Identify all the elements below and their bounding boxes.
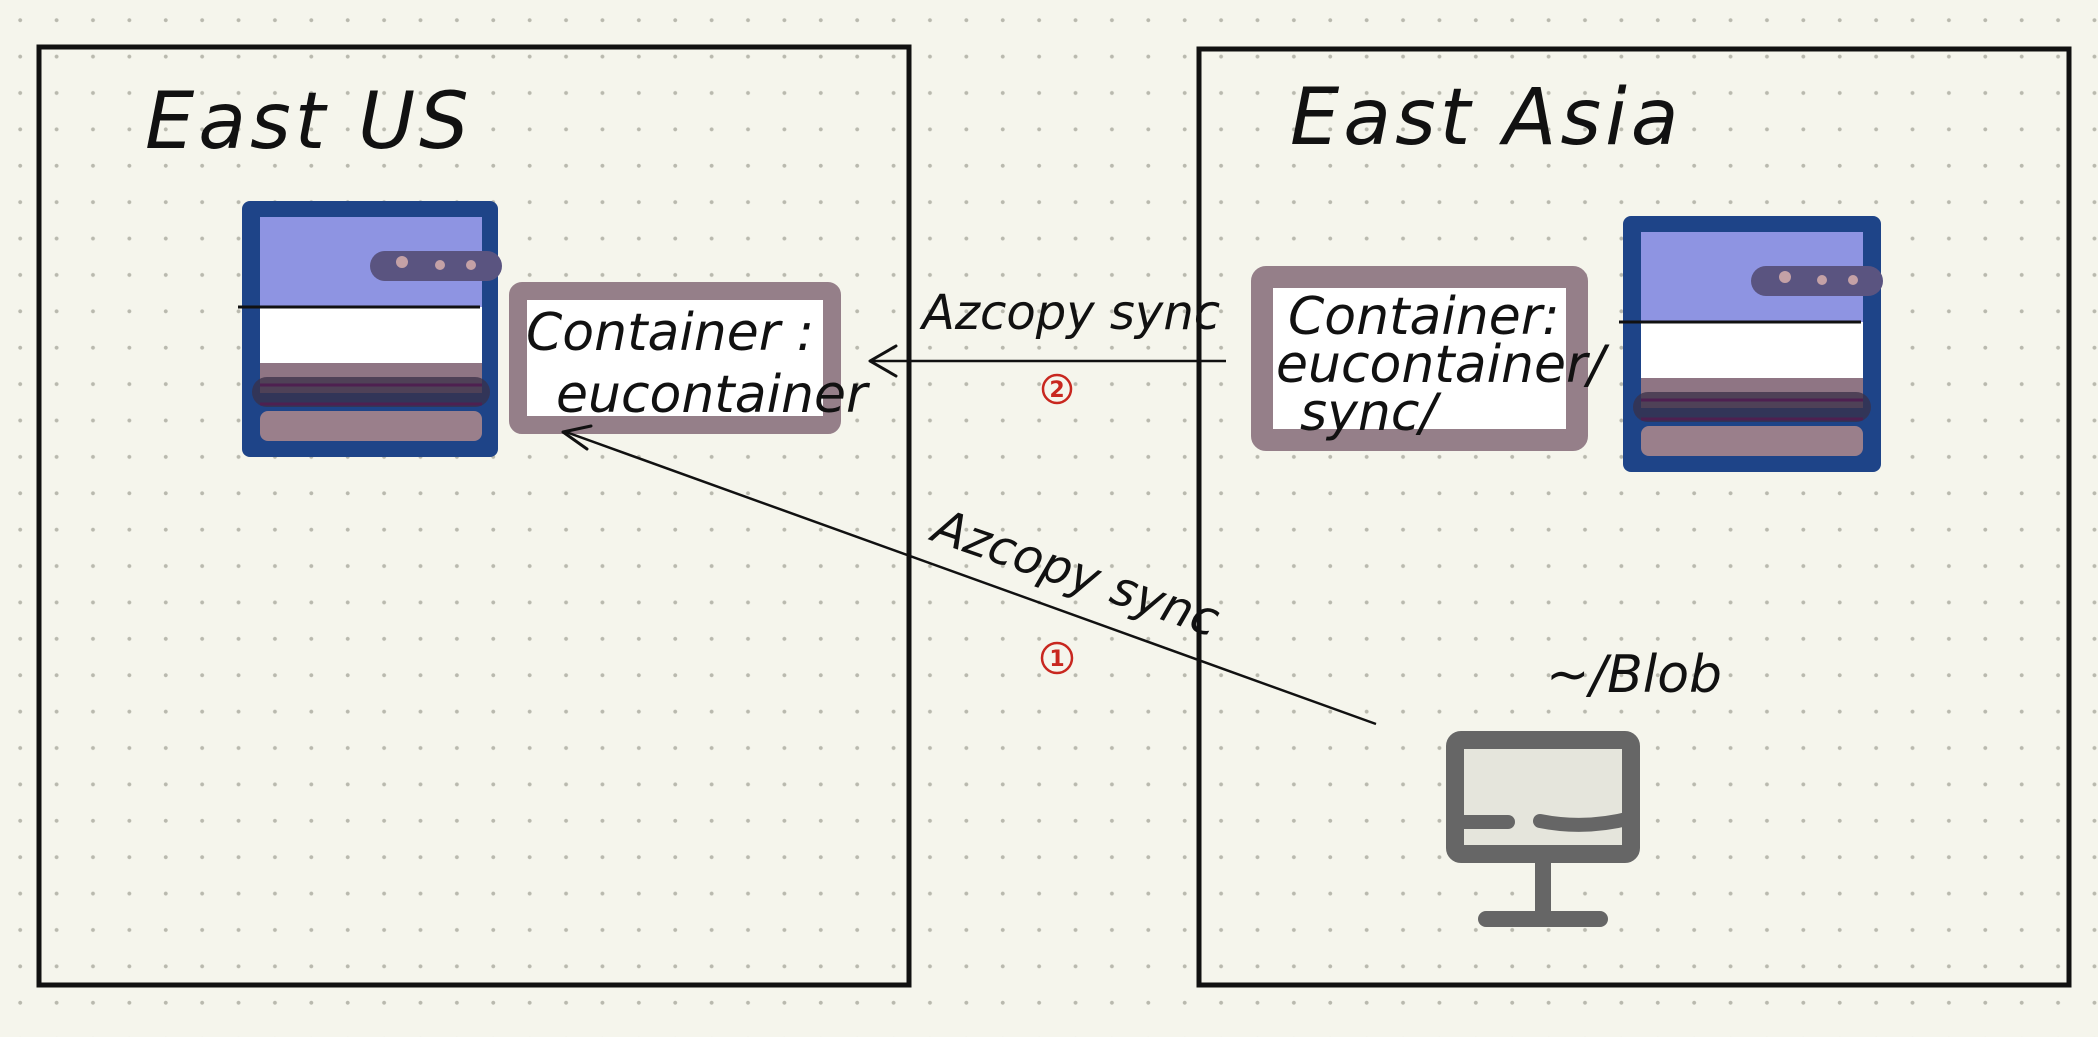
region-east-us-title: East US <box>145 77 473 167</box>
step-2-number: 2 <box>1049 378 1064 403</box>
container-east-asia-line3: sync/ <box>1300 383 1442 443</box>
storage-account-icon <box>1619 216 1883 472</box>
sync-arrow-top: Azcopy sync 2 <box>868 285 1226 405</box>
storage-account-icon <box>238 201 502 457</box>
sync-arrow-bottom: Azcopy sync 1 <box>561 424 1377 726</box>
container-east-asia: Container: eucontainer/ sync/ <box>1251 266 1610 451</box>
computer-icon <box>1446 731 1640 927</box>
region-east-asia-title: East Asia <box>1290 73 1683 163</box>
step-2-marker <box>1041 373 1073 405</box>
container-east-asia-line1: Container: <box>1288 287 1560 347</box>
container-east-us-line2: eucontainer <box>556 365 871 425</box>
container-east-us: Container : eucontainer <box>509 282 871 434</box>
container-east-us-line1: Container : <box>526 303 814 363</box>
sync-arrow-bottom-label: Azcopy sync <box>923 497 1226 648</box>
container-east-asia-line2: eucontainer/ <box>1276 335 1610 395</box>
step-1-marker <box>1040 641 1074 675</box>
step-1-number: 1 <box>1049 647 1064 672</box>
region-east-us: East US <box>36 44 912 988</box>
local-path-label: ~/Blob <box>1546 645 1722 705</box>
sync-arrow-top-label: Azcopy sync <box>919 285 1220 341</box>
region-east-asia: East Asia <box>1196 46 2072 988</box>
